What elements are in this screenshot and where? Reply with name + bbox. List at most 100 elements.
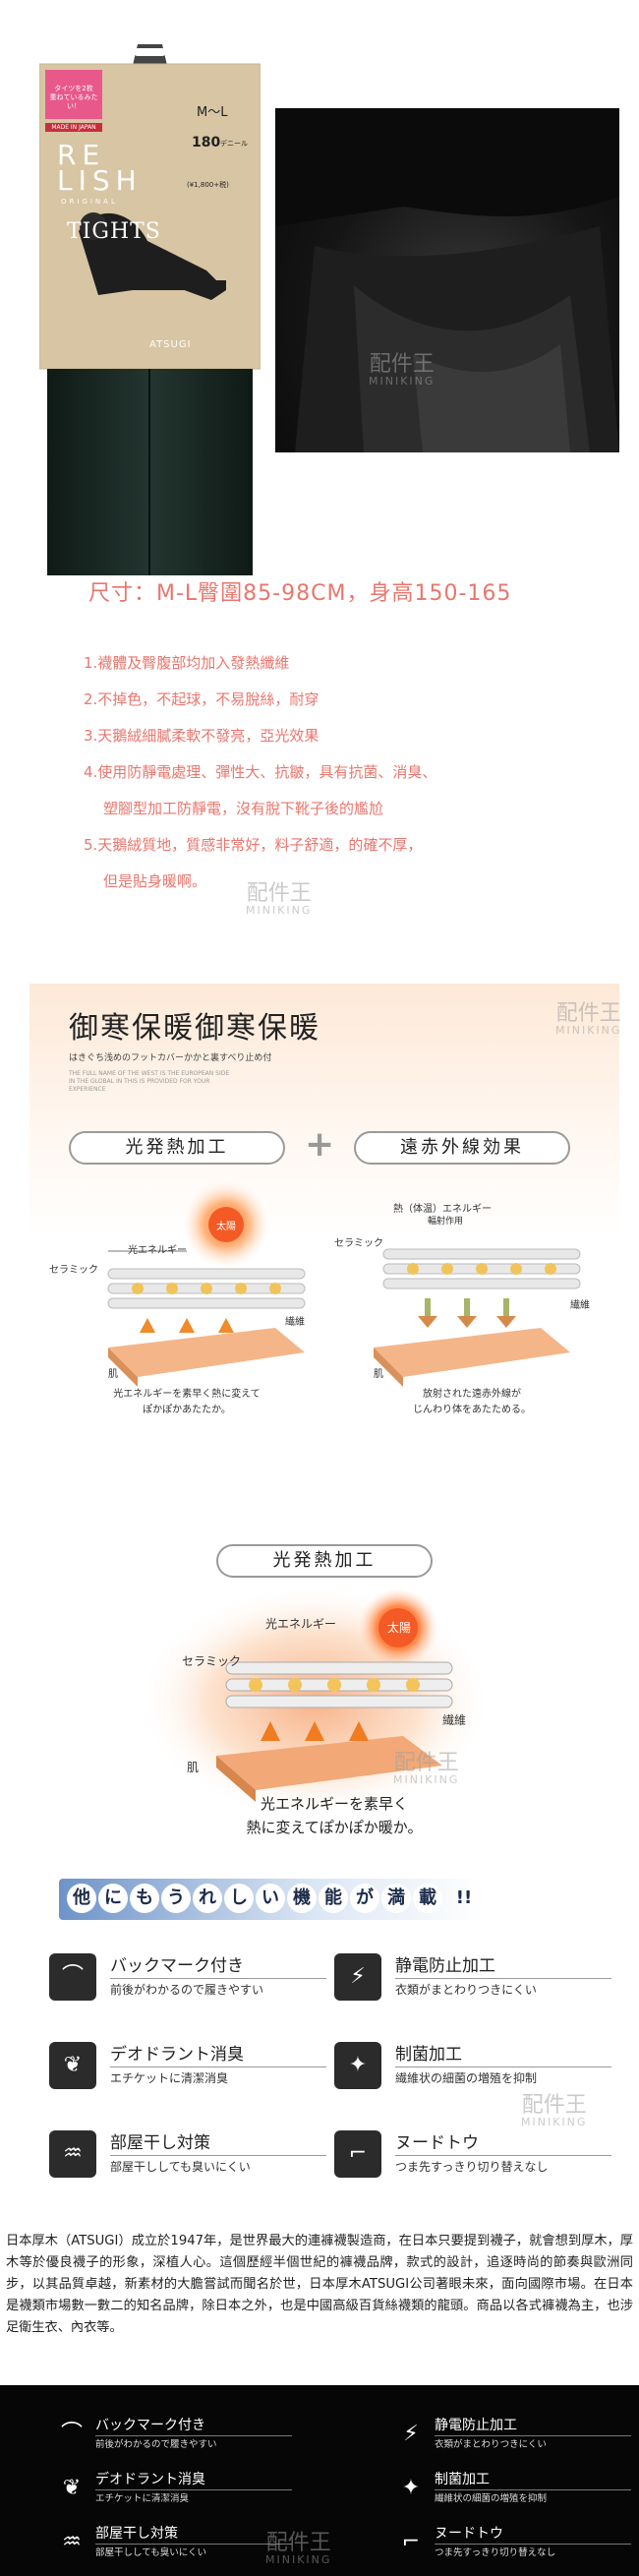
feature-5-cont: 但是貼身暖啊。 bbox=[103, 872, 207, 890]
heading-char: !! bbox=[455, 1887, 473, 1908]
heading-char: 他 bbox=[67, 1884, 96, 1913]
lightning-icon: ⚡ bbox=[403, 2422, 419, 2446]
watermark: 配件王 MINIKING bbox=[521, 2093, 588, 2128]
heading-char: 満 bbox=[381, 1884, 411, 1913]
dark-feature-indoor-dry: ♒ 部屋干し対策 部屋干ししても臭いにくい bbox=[54, 2523, 349, 2570]
made-in-label: MADE IN JAPAN bbox=[45, 123, 102, 132]
feature-desc: つま先すっきり切り替えなし bbox=[395, 2160, 549, 2174]
label-radiation: 輻射作用 bbox=[428, 1217, 464, 1227]
feature-title: 静電防止加工 bbox=[435, 2415, 631, 2436]
label-ceramic: セラミック bbox=[334, 1238, 383, 1249]
pill-photothermal: 光発熱加工 bbox=[69, 1131, 285, 1165]
price-label: (¥1,800+税) bbox=[187, 181, 229, 189]
foot-icon: ⌐ bbox=[401, 2530, 421, 2554]
feature-antistatic: ⚡ 静電防止加工 衣類がまとわりつきにくい bbox=[334, 1947, 619, 2026]
heading-char: が bbox=[350, 1884, 379, 1913]
feature-desc: 衣類がまとわりつきにくい bbox=[395, 1983, 537, 1997]
label-light-energy: 光エネルギー bbox=[128, 1245, 187, 1256]
feature-desc: エチケットに清潔消臭 bbox=[110, 2071, 229, 2085]
heading-char: 機 bbox=[287, 1884, 317, 1913]
banner-subtitle: はきぐち浅めのフットカバーかかと裏すべり止め付 bbox=[69, 1053, 272, 1063]
badge-text: タイツを2枚 重ねているみたい！ bbox=[49, 85, 98, 110]
feature-title: 制菌加工 bbox=[395, 2040, 611, 2067]
feature-desc: 部屋干ししても臭いにくい bbox=[95, 2547, 207, 2558]
caption-photothermal: 光エネルギーを素早く 熱に変えてぽかぽか暖か。 bbox=[246, 1795, 423, 1836]
heading-char: 載 bbox=[413, 1884, 442, 1913]
denier-unit: デニール bbox=[220, 140, 248, 148]
dark-feature-antistatic: ⚡ 静電防止加工 衣類がまとわりつきにくい bbox=[393, 2415, 639, 2462]
feature-title: デオドラント消臭 bbox=[110, 2040, 326, 2067]
feature-nude-toe: ⌐ ヌードトウ つま先すっきり切り替えなし bbox=[334, 2125, 619, 2203]
feature-title: 部屋干し対策 bbox=[110, 2128, 326, 2156]
heading-char: に bbox=[98, 1884, 128, 1913]
feature-1: 1.襪體及臀腹部均加入發熱纖維 bbox=[84, 654, 290, 672]
pill-far-infrared: 遠赤外線効果 bbox=[354, 1131, 570, 1165]
diagram-photothermal: 光エネルギー 太陽 セラミック 繊維 肌 bbox=[49, 1180, 315, 1387]
banner-fine-print: THE FULL NAME OF THE WEST IS THE EUROPEA… bbox=[69, 1070, 324, 1094]
fabric-closeup-image: 配件王 MINIKING bbox=[275, 108, 619, 452]
brand-logo: RE LISH bbox=[57, 139, 143, 197]
backmark-icon: ⌒ bbox=[49, 1953, 96, 2001]
pill-photothermal: 光発熱加工 bbox=[216, 1544, 433, 1578]
product-name: TIGHTS bbox=[67, 219, 161, 244]
feature-desc: 繊維状の細菌の増殖を抑制 bbox=[435, 2493, 548, 2504]
feature-title: 制菌加工 bbox=[435, 2469, 631, 2490]
watermark: 配件王 MINIKING bbox=[265, 2533, 331, 2566]
feature-desc: エチケットに清潔消臭 bbox=[95, 2493, 190, 2504]
watermark-en: MINIKING bbox=[369, 375, 436, 388]
label-ceramic: セラミック bbox=[49, 1265, 98, 1276]
feature-2: 2.不掉色，不起球，不易脫絲，耐穿 bbox=[84, 690, 320, 708]
heading-char: し bbox=[224, 1884, 254, 1913]
watermark-en: MINIKING bbox=[521, 2116, 588, 2128]
heading-char: う bbox=[161, 1884, 191, 1913]
features-dark-panel: ⌒ バックマーク付き 前後がわかるので履きやすい ⚡ 静電防止加工 衣類がまとわ… bbox=[0, 2385, 639, 2576]
label-fiber: 繊維 bbox=[570, 1300, 590, 1311]
fine-line-3: EXPERIENCE bbox=[69, 1086, 106, 1093]
brand-sub: ORIGINAL bbox=[61, 198, 118, 206]
label-fiber: 繊維 bbox=[285, 1317, 305, 1328]
banner-title: 御寒保暖御寒保暖 bbox=[69, 1011, 320, 1046]
feature-title: ヌードトウ bbox=[395, 2128, 611, 2156]
maker-logo: ATSUGI bbox=[149, 339, 192, 350]
leaf-icon: ❦ bbox=[62, 2476, 82, 2500]
features-heading: 他にもうれしい機能が満載!! bbox=[59, 1879, 482, 1920]
feature-desc: 繊維状の細菌の増殖を抑制 bbox=[395, 2071, 538, 2085]
watermark-cn: 配件王 bbox=[369, 352, 435, 377]
brand-description: 日本厚木（ATSUGI）成立於1947年，是世界最大的連褲襪製造商，在日本只要提… bbox=[6, 2234, 633, 2335]
feature-title: ヌードトウ bbox=[435, 2523, 631, 2545]
watermark: 配件王 MINIKING bbox=[369, 352, 436, 388]
label-light-energy: 光エネルギー bbox=[265, 1617, 337, 1631]
product-package-image: タイツを2枚 重ねているみたい！ MADE IN JAPAN M～L 180 デ… bbox=[38, 44, 261, 575]
plus-sign: + bbox=[305, 1124, 335, 1165]
label-sun: 太陽 bbox=[216, 1222, 236, 1232]
watermark: 配件王 MINIKING bbox=[555, 1003, 622, 1037]
denier-value: 180 bbox=[192, 135, 221, 150]
diagram-far-infrared: 熱（体温）エネルギー 輻射作用 セラミック 繊維 肌 bbox=[334, 1180, 610, 1387]
label-skin: 肌 bbox=[187, 1761, 200, 1774]
watermark-cn: 配件王 bbox=[521, 2093, 587, 2118]
watermark-en: MINIKING bbox=[246, 904, 313, 917]
size-spec: 尺寸：M-L臀圍85-98CM，身高150-165 bbox=[88, 581, 512, 606]
feature-title: 静電防止加工 bbox=[395, 1951, 611, 1979]
size-label: M～L bbox=[197, 105, 228, 120]
label-skin: 肌 bbox=[108, 1369, 118, 1380]
watermark-en: MINIKING bbox=[555, 1024, 622, 1037]
label-heat-energy: 熱（体温）エネルギー bbox=[393, 1204, 492, 1215]
label-ceramic: セラミック bbox=[182, 1654, 242, 1668]
feature-desc: 部屋干ししても臭いにくい bbox=[110, 2160, 251, 2174]
feature-deodorant: ❦ デオドラント消臭 エチケットに清潔消臭 bbox=[49, 2036, 334, 2115]
dark-feature-antibacterial: ✦ 制菌加工 繊維状の細菌の増殖を抑制 bbox=[393, 2469, 639, 2516]
extra-features-banner: 他にもうれしい機能が満載!! 配件王 MINIKING ⌒ バックマーク付き 前… bbox=[29, 1879, 619, 2213]
feature-desc: つま先すっきり切り替えなし bbox=[435, 2547, 556, 2558]
watermark: 配件王 MINIKING bbox=[246, 883, 313, 917]
pink-badge: タイツを2枚 重ねているみたい！ bbox=[45, 70, 102, 119]
foot-icon: ⌐ bbox=[334, 2130, 381, 2178]
watermark: 配件王 MINIKING bbox=[393, 1753, 459, 1786]
dark-feature-deodorant: ❦ デオドラント消臭 エチケットに清潔消臭 bbox=[54, 2469, 349, 2516]
dark-feature-backmark: ⌒ バックマーク付き 前後がわかるので履きやすい bbox=[54, 2415, 349, 2462]
sparkle-icon: ✦ bbox=[334, 2042, 381, 2089]
caption-photothermal: 光エネルギーを素早く熱に変えて ぽかぽかあたたか。 bbox=[113, 1389, 261, 1415]
feature-indoor-dry: ♒ 部屋干し対策 部屋干ししても臭いにくい bbox=[49, 2125, 334, 2203]
leaf-icon: ❦ bbox=[49, 2042, 96, 2089]
label-skin: 肌 bbox=[374, 1369, 383, 1380]
